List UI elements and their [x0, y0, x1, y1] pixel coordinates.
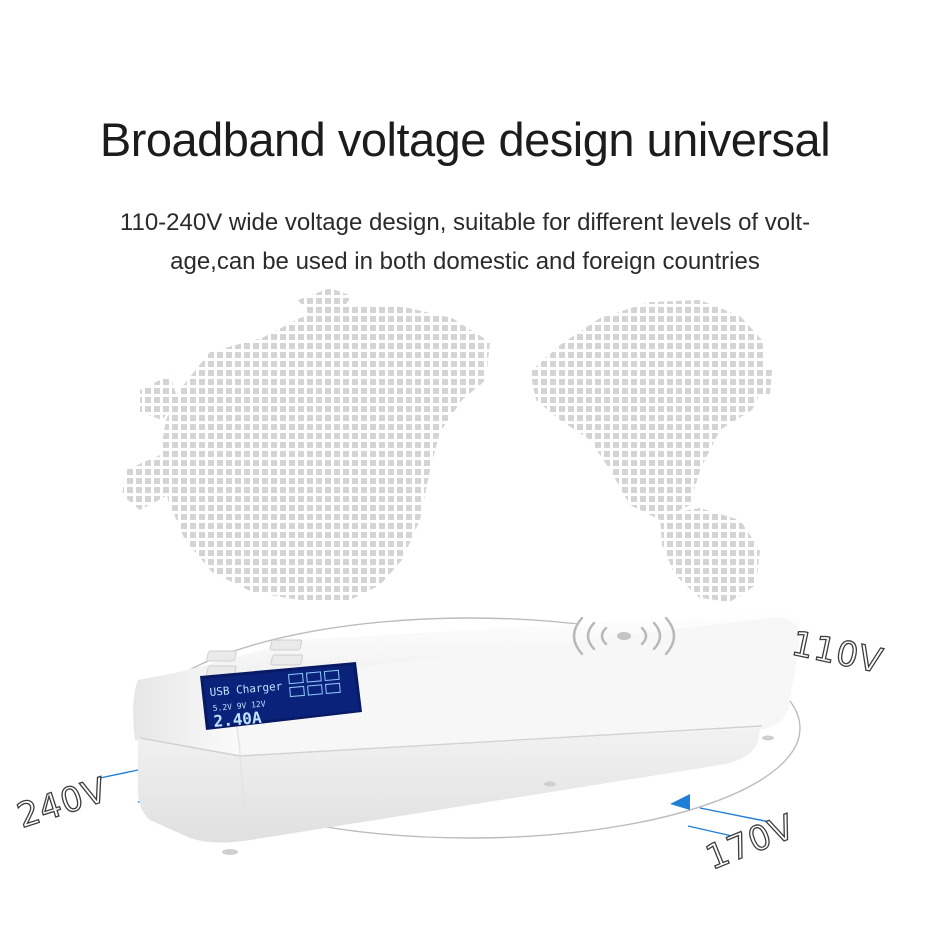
wireless-charging-icon [572, 616, 676, 656]
voltage-label-110v: 110V [788, 624, 886, 682]
page-title: Broadband voltage design universal [99, 113, 831, 166]
direction-arrow-icon [670, 794, 690, 810]
voltage-label-240v: 240V [12, 770, 112, 837]
description-line-2: age,can be used in both domestic and for… [170, 248, 760, 275]
lcd-current-reading: 2.40A [213, 708, 263, 731]
lcd-display: USB Charger 5.2V 9V 12V 2.40A [200, 662, 362, 731]
usb-charger-device [133, 612, 800, 855]
description-line-1: 110-240V wide voltage design, suitable f… [119, 209, 811, 236]
lcd-title: USB Charger [209, 680, 283, 699]
lcd-port-indicators [288, 669, 341, 698]
description: 110-240V wide voltage design, suitable f… [55, 203, 875, 281]
world-map [122, 288, 772, 602]
